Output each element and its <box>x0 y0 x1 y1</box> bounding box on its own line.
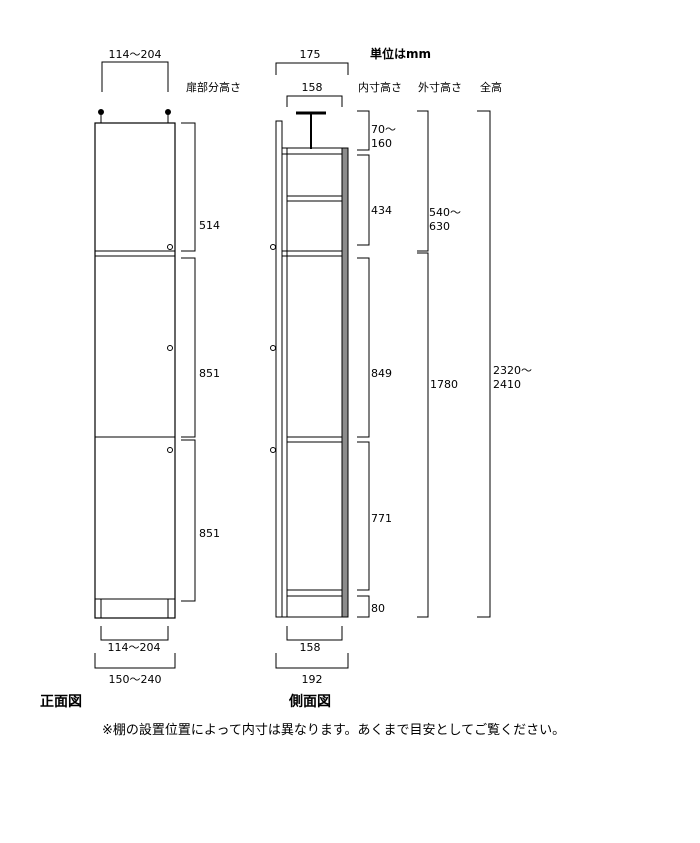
side-top-inner-width-label: 158 <box>302 81 323 94</box>
total-height-bracket <box>477 110 491 618</box>
footnote: ※棚の設置位置によって内寸は異なります。あくまで目安としてご覧ください。 <box>102 722 565 738</box>
inner-height-brackets <box>357 110 370 618</box>
door-knob-icon <box>167 345 173 351</box>
header-total-height: 全高 <box>480 80 502 94</box>
front-view: 114～204 514 851 <box>40 48 220 710</box>
front-door-middle <box>94 255 176 438</box>
front-top-width-label: 114～204 <box>109 48 162 61</box>
inner-height-4: 771 <box>371 512 392 525</box>
total-height: 2320～ 2410 <box>493 364 536 391</box>
outer-height-1: 540～ 630 <box>429 206 465 233</box>
door-height-brackets <box>181 122 196 602</box>
inner-height-1: 70～ 160 <box>371 123 400 150</box>
side-door-panel <box>275 120 283 618</box>
door-height-3: 851 <box>199 527 220 540</box>
door-knob-icon <box>270 244 276 250</box>
front-cabinet-body <box>94 122 176 619</box>
side-top-width-dimensions <box>275 62 349 107</box>
unit-label: 単位はmm <box>370 46 431 61</box>
door-height-1: 514 <box>199 219 220 232</box>
inner-height-3: 849 <box>371 367 392 380</box>
side-view: 175 158 <box>270 48 536 710</box>
side-bottom-inner-width: 158 <box>300 641 321 654</box>
front-top-width-dimension: 114～204 <box>101 48 169 92</box>
tension-rods <box>98 109 171 123</box>
door-knob-icon <box>270 345 276 351</box>
front-door-bottom <box>94 436 176 600</box>
side-bottom-width-dimensions <box>275 626 349 669</box>
side-top-width-label: 175 <box>300 48 321 61</box>
tension-rod <box>296 111 326 149</box>
door-knob-icon <box>167 447 173 453</box>
front-bottom-width-dimensions <box>94 626 176 669</box>
outer-height-2: 1780 <box>430 378 458 391</box>
front-door-top <box>94 122 176 252</box>
front-bottom-outer-width: 150～240 <box>109 673 162 686</box>
inner-height-2: 434 <box>371 204 392 217</box>
header-door-height: 扉部分高さ <box>186 80 241 94</box>
side-view-title: 側面図 <box>288 693 331 710</box>
front-view-title: 正面図 <box>40 694 82 710</box>
header-inner-height: 内寸高さ <box>358 80 402 94</box>
side-back-panel <box>341 147 349 618</box>
door-knob-icon <box>270 447 276 453</box>
inner-height-5: 80 <box>371 602 385 615</box>
header-outer-height: 外寸高さ <box>418 80 462 94</box>
door-knob-icon <box>167 244 173 250</box>
side-bottom-outer-width: 192 <box>302 673 323 686</box>
door-height-2: 851 <box>199 367 220 380</box>
front-bottom-inner-width: 114～204 <box>108 641 161 654</box>
outer-height-brackets <box>417 110 429 618</box>
